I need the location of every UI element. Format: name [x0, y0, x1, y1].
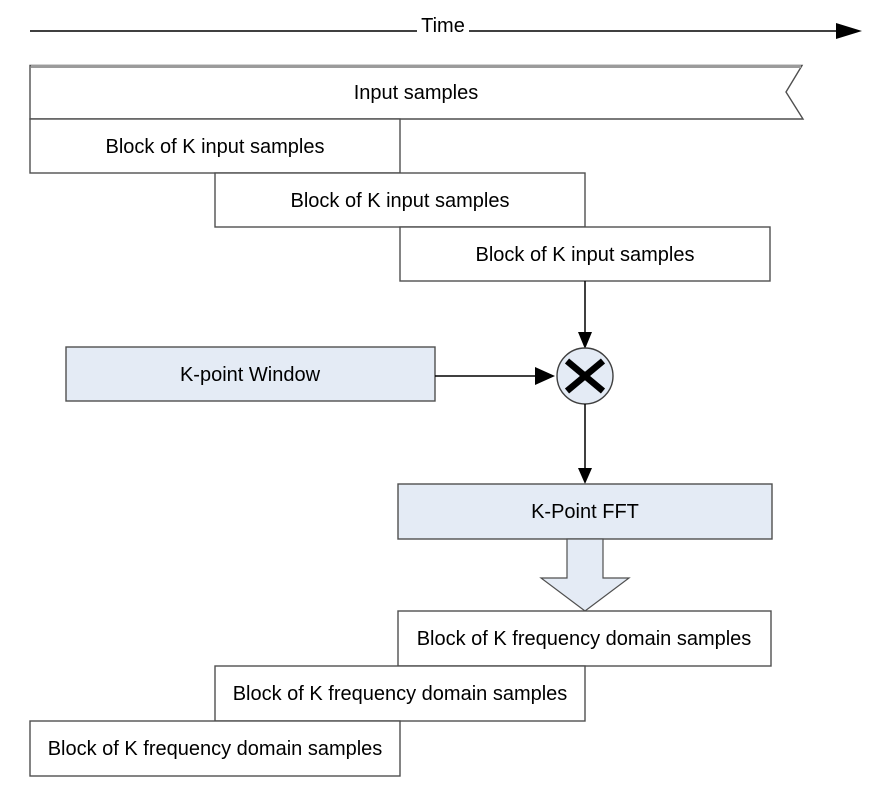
input-samples-box: Input samples	[29, 64, 805, 120]
time-label-mask	[417, 17, 469, 39]
time-axis-arrow: Time	[30, 15, 862, 39]
input-block-3-box	[399, 226, 771, 282]
input-block-2: Block of K input samples	[214, 172, 586, 228]
input-block-3-label: Block of K input samples	[476, 244, 695, 266]
arrow-window-to-multiplier	[435, 367, 555, 385]
output-block-2-box	[214, 665, 586, 722]
output-block-1-box	[397, 610, 772, 667]
input-block-1-box	[29, 118, 401, 174]
window-box: K-point Window	[65, 346, 436, 402]
time-axis-label: Time	[421, 15, 465, 37]
input-samples-label: Input samples	[354, 82, 479, 104]
input-block-1-label: Block of K input samples	[106, 136, 325, 158]
output-block-1: Block of K frequency domain samples	[397, 610, 772, 667]
fft-output-block-arrow-icon	[539, 538, 631, 612]
arrow-multiplier-to-fft-head-icon	[578, 468, 592, 484]
window-label: K-point Window	[180, 364, 321, 386]
output-block-2-label: Block of K frequency domain samples	[233, 683, 568, 705]
output-block-3: Block of K frequency domain samples	[29, 720, 401, 777]
input-block-3: Block of K input samples	[399, 226, 771, 282]
arrow-multiplier-to-fft	[578, 404, 592, 484]
arrow-block-to-multiplier	[578, 281, 592, 349]
output-block-3-box	[29, 720, 401, 777]
output-block-2: Block of K frequency domain samples	[214, 665, 586, 722]
arrow-block-to-multiplier-head-icon	[578, 332, 592, 349]
fft-box: K-Point FFT	[397, 483, 773, 540]
input-block-2-box	[214, 172, 586, 228]
output-block-3-label: Block of K frequency domain samples	[48, 738, 383, 760]
window-box-rect	[65, 346, 436, 402]
input-block-1: Block of K input samples	[29, 118, 401, 174]
fft-label: K-Point FFT	[531, 501, 639, 523]
multiply-icon	[564, 358, 606, 394]
time-axis-arrowhead-icon	[836, 23, 862, 39]
multiplier-node	[556, 347, 614, 405]
fft-box-rect	[397, 483, 773, 540]
output-block-1-label: Block of K frequency domain samples	[417, 628, 752, 650]
arrow-window-to-multiplier-head-icon	[535, 367, 555, 385]
input-block-2-label: Block of K input samples	[291, 190, 510, 212]
